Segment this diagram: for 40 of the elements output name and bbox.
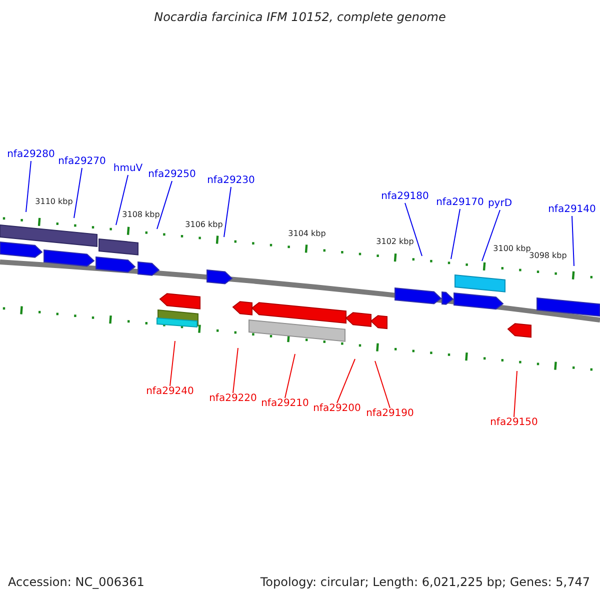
tick-label: 3108 kbp	[122, 211, 160, 219]
leader-line	[232, 348, 238, 394]
gene-label: nfa29270	[58, 157, 106, 167]
tick-label: 3104 kbp	[288, 230, 326, 238]
tick-label: 3100 kbp	[493, 245, 531, 253]
gene-label: nfa29280	[7, 150, 55, 160]
leader-line	[374, 360, 390, 408]
gene-label: nfa29170	[436, 198, 484, 208]
leader-line	[74, 168, 82, 218]
leader-line	[156, 180, 172, 230]
gene-label: nfa29250	[148, 170, 196, 180]
leader-line	[336, 358, 356, 404]
leader-line	[450, 208, 460, 260]
leader-line	[404, 202, 422, 256]
gene-label: nfa29230	[207, 176, 255, 186]
gene-label: nfa29210	[261, 399, 309, 409]
leader-line	[572, 216, 574, 266]
tick-label: 3098 kbp	[529, 252, 567, 260]
tick-label: 3106 kbp	[185, 221, 223, 229]
gene-label: nfa29180	[381, 192, 429, 202]
accession-text: Accession: NC_006361	[8, 576, 144, 588]
gene-label: nfa29190	[366, 409, 414, 419]
gene-label: hmuV	[113, 164, 143, 174]
gene-label: nfa29220	[209, 394, 257, 404]
gene-label: nfa29140	[548, 205, 596, 215]
gene-label: pyrD	[488, 199, 512, 209]
tick-label: 3110 kbp	[35, 198, 73, 206]
leader-line	[170, 340, 176, 386]
gene-label: nfa29200	[313, 404, 361, 414]
leader-line	[116, 174, 128, 226]
leader-line	[26, 160, 32, 212]
leader-line	[224, 186, 232, 238]
gene-label: nfa29150	[490, 418, 538, 428]
diagram-title: Nocardia farcinica IFM 10152, complete genome	[154, 11, 446, 23]
leader-line	[284, 354, 296, 398]
tick-label: 3102 kbp	[376, 238, 414, 246]
gene-label: nfa29240	[146, 387, 194, 397]
leader-line	[514, 370, 518, 418]
leader-line	[482, 210, 500, 262]
genome-stats-text: Topology: circular; Length: 6,021,225 bp; Genes: 5,747	[260, 576, 590, 588]
